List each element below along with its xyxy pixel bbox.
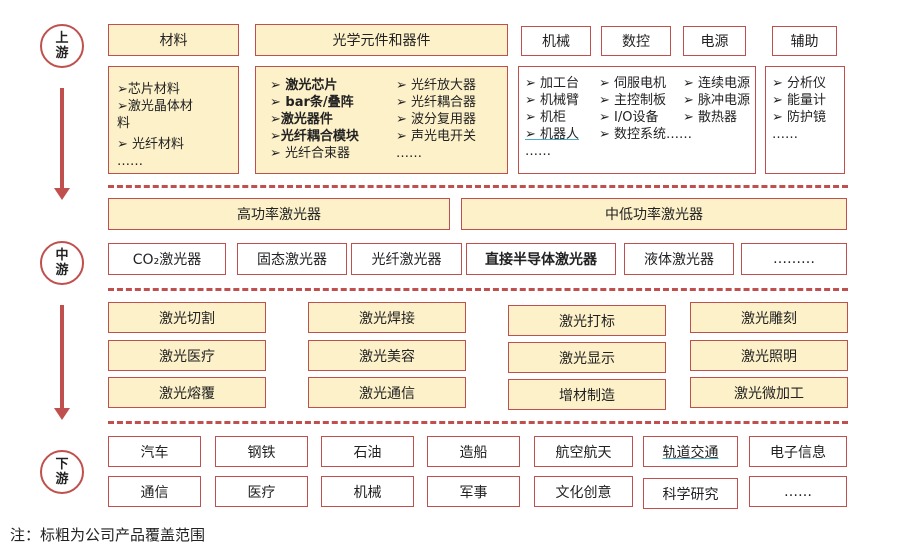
list-item: ➢ 主控制板 <box>599 93 667 108</box>
application-item: 激光打标 <box>508 305 666 336</box>
industry-item: 医疗 <box>215 476 308 507</box>
list-item: ➢ bar条/叠阵 <box>270 95 354 110</box>
low-mid-power-laser: 中低功率激光器 <box>461 198 847 230</box>
stage-char: 游 <box>55 263 69 278</box>
list-item: ➢ 机械臂 <box>525 93 580 108</box>
laser-type: 固态激光器 <box>237 243 347 275</box>
list-item: ➢光纤耦合模块 <box>270 129 359 144</box>
list-item: ➢ 声光电开关 <box>396 129 477 144</box>
list-item: ➢ 散热器 <box>683 110 738 125</box>
upstream-stage-badge: 上 游 <box>40 24 84 68</box>
list-item: ➢ 机器人 <box>525 127 580 142</box>
list-item: ➢ 激光芯片 <box>270 78 338 93</box>
list-item: ➢ 加工台 <box>525 76 580 91</box>
materials-list: ➢芯片材料 ➢激光晶体材 料 ➢ 光纤材料 …… <box>108 66 239 174</box>
flow-arrow-upper <box>60 88 64 188</box>
industry-item: …… <box>749 476 847 507</box>
industry-item: 汽车 <box>108 436 201 467</box>
industry-item: 石油 <box>321 436 414 467</box>
list-item: ➢ 脉冲电源 <box>683 93 751 108</box>
industry-item: 军事 <box>427 476 520 507</box>
laser-type: CO₂激光器 <box>108 243 226 275</box>
arrow-down-icon <box>54 188 70 200</box>
list-item: ➢ 伺服电机 <box>599 76 667 91</box>
flow-arrow-lower <box>60 305 64 408</box>
category-optics: 光学元件和器件 <box>255 24 508 56</box>
application-item: 激光雕刻 <box>690 302 848 333</box>
list-item: ➢ 光纤耦合器 <box>396 95 477 110</box>
laser-type: 光纤激光器 <box>351 243 462 275</box>
auxiliary-list: ➢ 分析仪 ➢ 能量计 ➢ 防护镜 …… <box>765 66 845 174</box>
stage-char: 上 <box>55 31 69 46</box>
stage-char: 下 <box>55 457 69 472</box>
list-item: ➢ 分析仪 <box>772 76 827 91</box>
list-item: ➢ 连续电源 <box>683 76 751 91</box>
application-item: 增材制造 <box>508 379 666 410</box>
application-item: 激光熔覆 <box>108 377 266 408</box>
industry-item: 文化创意 <box>534 476 633 507</box>
list-item: …… <box>117 154 143 169</box>
industry-item: 轨道交通 <box>643 436 738 467</box>
laser-type: 液体激光器 <box>624 243 734 275</box>
stage-char: 中 <box>55 248 69 263</box>
list-item: ➢芯片材料 <box>117 82 180 97</box>
stage-char: 游 <box>55 472 69 487</box>
high-power-laser: 高功率激光器 <box>108 198 450 230</box>
list-item: ➢ 波分复用器 <box>396 112 477 127</box>
industry-item: 科学研究 <box>643 478 738 509</box>
application-item: 激光美容 <box>308 340 466 371</box>
category-mechanical: 机械 <box>521 26 591 56</box>
arrow-down-icon <box>54 408 70 420</box>
category-auxiliary: 辅助 <box>772 26 837 56</box>
application-item: 激光照明 <box>690 340 848 371</box>
category-cnc: 数控 <box>601 26 671 56</box>
list-item: ➢ 数控系统…… <box>599 127 693 142</box>
list-item: ➢激光器件 <box>270 112 333 127</box>
list-item: ➢ 能量计 <box>772 93 827 108</box>
laser-type: 直接半导体激光器 <box>466 243 616 275</box>
application-item: 激光医疗 <box>108 340 266 371</box>
downstream-stage-badge: 下 游 <box>40 450 84 494</box>
category-power-supply: 电源 <box>683 26 746 56</box>
industry-item: 机械 <box>321 476 414 507</box>
list-item: ➢ I/O设备 <box>599 110 659 125</box>
list-item: ➢ 机柜 <box>525 110 567 125</box>
industry-item: 通信 <box>108 476 201 507</box>
application-item: 激光通信 <box>308 377 466 408</box>
mech-cnc-power-list: ➢ 加工台 ➢ 机械臂 ➢ 机柜 ➢ 机器人 …… ➢ 伺服电机 ➢ 主控制板 … <box>518 66 756 174</box>
section-divider <box>108 288 848 291</box>
midstream-stage-badge: 中 游 <box>40 241 84 285</box>
section-divider <box>108 421 848 424</box>
list-item: ➢激光晶体材 <box>117 99 193 114</box>
list-item: 料 <box>117 116 131 131</box>
list-item: …… <box>772 127 798 142</box>
list-item: ➢ 光纤材料 <box>117 137 185 152</box>
application-item: 激光显示 <box>508 342 666 373</box>
industry-item: 电子信息 <box>749 436 847 467</box>
list-item: ➢ 光纤放大器 <box>396 78 477 93</box>
list-item: …… <box>525 144 551 159</box>
industry-item: 钢铁 <box>215 436 308 467</box>
optics-list: ➢ 激光芯片 ➢ bar条/叠阵 ➢激光器件 ➢光纤耦合模块 ➢ 光纤合束器 ➢… <box>255 66 508 174</box>
industry-item: 造船 <box>427 436 520 467</box>
footnote: 注：标粗为公司产品覆盖范围 <box>10 526 206 544</box>
laser-type: ……… <box>741 243 847 275</box>
stage-char: 游 <box>55 46 69 61</box>
application-item: 激光焊接 <box>308 302 466 333</box>
list-item: ➢ 防护镜 <box>772 110 827 125</box>
industry-item: 航空航天 <box>534 436 633 467</box>
application-item: 激光微加工 <box>690 377 848 408</box>
list-item: ➢ 光纤合束器 <box>270 146 351 161</box>
category-materials: 材料 <box>108 24 239 56</box>
section-divider <box>108 185 848 188</box>
application-item: 激光切割 <box>108 302 266 333</box>
list-item: …… <box>396 146 422 161</box>
